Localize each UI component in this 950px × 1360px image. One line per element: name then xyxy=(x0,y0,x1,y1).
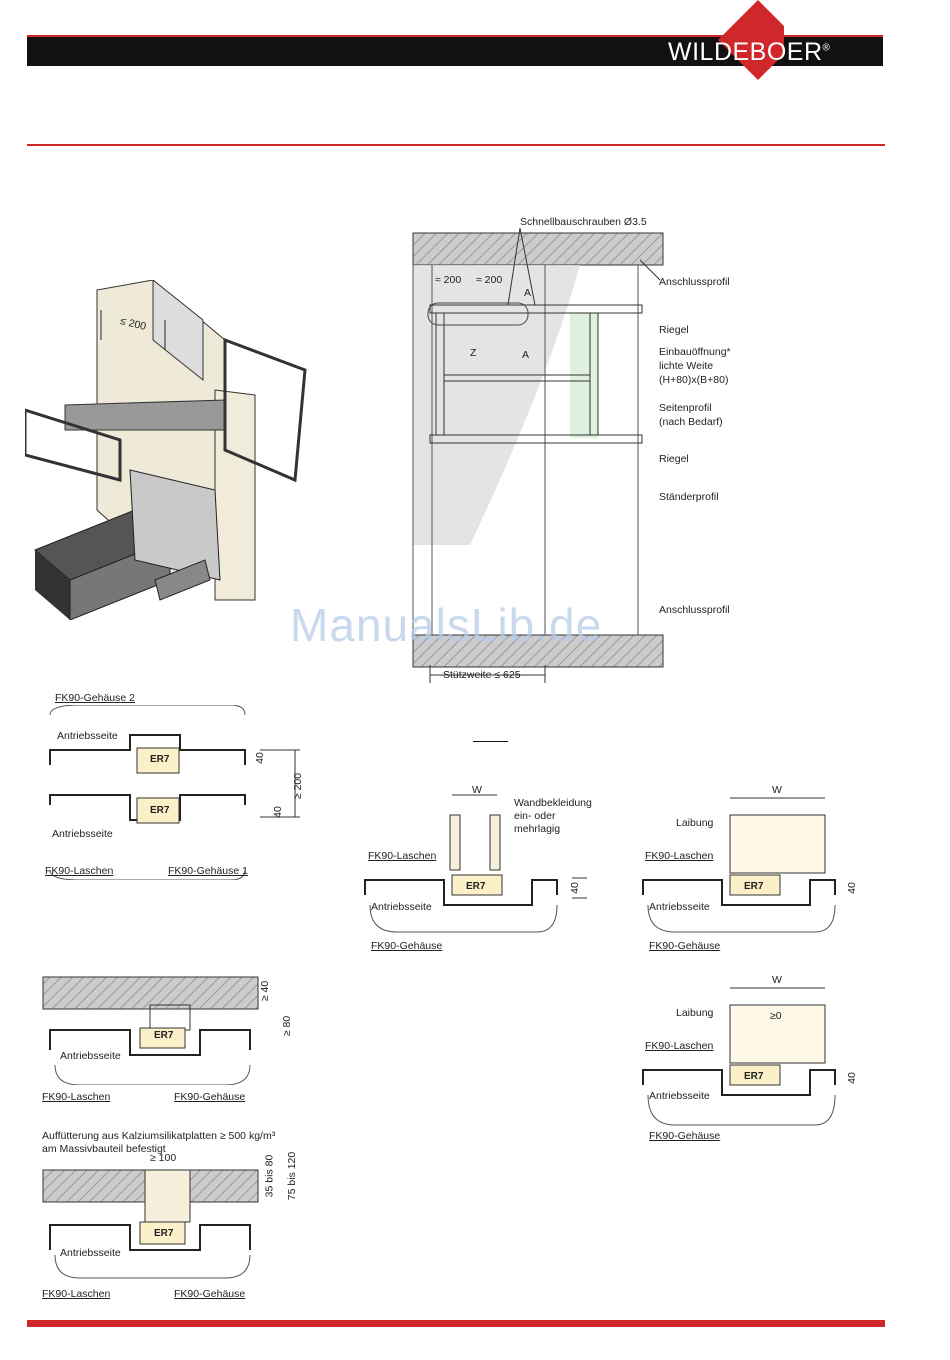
plan-dim1: ≈ 200 xyxy=(435,274,462,286)
detail-6-drawing xyxy=(642,987,836,1126)
d3-note1: Auffütterung aus Kalziumsilikatplatten ≥… xyxy=(42,1130,276,1142)
d2-antrieb: Antriebsseite xyxy=(60,1050,121,1062)
d2-d40: ≥ 40 xyxy=(259,980,272,1002)
d4-er: ER7 xyxy=(466,881,486,892)
d5-laibung: Laibung xyxy=(676,817,714,829)
d6-w: W xyxy=(772,974,782,986)
plan-formula: (H+80)x(B+80) xyxy=(659,374,729,386)
isometric-drawing xyxy=(25,280,307,620)
d3-d75120: 75 bis 120 xyxy=(286,1151,299,1201)
detail-5-drawing xyxy=(642,797,836,933)
d1-er-top: ER7 xyxy=(150,754,170,765)
d2-d80: ≥ 80 xyxy=(281,1015,294,1037)
plan-seiten: Seitenprofil xyxy=(659,402,712,414)
d1-bottom: FK90-Gehäuse 1 xyxy=(168,865,248,877)
brand-logo: WILDEBOER® xyxy=(668,38,831,66)
d2-er: ER7 xyxy=(154,1030,174,1041)
d1-antrieb2: Antriebsseite xyxy=(52,828,113,840)
plan-a2: A xyxy=(522,349,530,361)
plan-staender: Ständerprofil xyxy=(659,491,719,503)
plan-drawing xyxy=(412,227,664,683)
plan-riegel-bottom: Riegel xyxy=(659,453,689,465)
divider xyxy=(473,741,508,742)
d3-note2: am Massivbauteil befestigt xyxy=(42,1143,166,1155)
d3-antrieb: Antriebsseite xyxy=(60,1247,121,1259)
header-rule xyxy=(27,144,885,146)
d1-d40b: 40 xyxy=(271,806,284,818)
d3-laschen: FK90-Laschen xyxy=(42,1288,111,1300)
plan-anschluss-top: Anschlussprofil xyxy=(659,276,730,288)
d1-er-bot: ER7 xyxy=(150,805,170,816)
plan-screws: Schnellbauschrauben Ø3.5 xyxy=(520,216,647,228)
d3-d3580: 35 bis 80 xyxy=(263,1154,276,1198)
plan-einbau: Einbauöffnung* xyxy=(659,346,731,358)
d3-d100: ≥ 100 xyxy=(150,1152,177,1164)
detail-2-drawing xyxy=(42,976,259,1085)
plan-z: Z xyxy=(470,347,477,359)
d5-w: W xyxy=(772,784,782,796)
d6-laibung: Laibung xyxy=(676,1007,714,1019)
plan-anschluss-bottom: Anschlussprofil xyxy=(659,604,730,616)
d6-laschen: FK90-Laschen xyxy=(645,1040,714,1052)
d4-gehaeuse: FK90-Gehäuse xyxy=(371,940,443,952)
d1-laschen: FK90-Laschen xyxy=(45,865,114,877)
d3-er: ER7 xyxy=(154,1228,174,1239)
d4-wand1: Wandbekleidung xyxy=(514,797,592,809)
d5-er: ER7 xyxy=(744,881,764,892)
plan-stuetz: Stützweite ≤ 625 xyxy=(443,669,521,681)
d2-gehaeuse: FK90-Gehäuse xyxy=(174,1091,246,1103)
brand-logo-diamond xyxy=(718,0,784,80)
plan-bedarf: (nach Bedarf) xyxy=(659,416,723,428)
d3-gehaeuse: FK90-Gehäuse xyxy=(174,1288,246,1300)
d4-d40: 40 xyxy=(568,882,581,894)
detail-4-drawing xyxy=(364,794,587,933)
plan-lichte: lichte Weite xyxy=(659,360,714,372)
d4-laschen: FK90-Laschen xyxy=(368,850,437,862)
d6-d40: 40 xyxy=(845,1072,858,1084)
d2-laschen: FK90-Laschen xyxy=(42,1091,111,1103)
d6-gehaeuse: FK90-Gehäuse xyxy=(649,1130,721,1142)
d1-top: FK90-Gehäuse 2 xyxy=(55,692,135,704)
d5-antrieb: Antriebsseite xyxy=(649,901,710,913)
d5-d40: 40 xyxy=(845,882,858,894)
detail-1-drawing xyxy=(49,705,300,880)
d6-d0: ≥0 xyxy=(770,1010,782,1022)
d4-wand3: mehrlagig xyxy=(514,823,561,835)
detail-3-drawing xyxy=(42,1169,259,1279)
d1-d200: ≥ 200 xyxy=(292,772,305,800)
d4-antrieb: Antriebsseite xyxy=(371,901,432,913)
d6-er: ER7 xyxy=(744,1071,764,1082)
d4-w: W xyxy=(472,784,482,796)
d5-gehaeuse: FK90-Gehäuse xyxy=(649,940,721,952)
watermark: ManualsLib.de xyxy=(290,599,603,651)
d1-antrieb1: Antriebsseite xyxy=(57,730,118,742)
d1-d40a: 40 xyxy=(253,752,266,764)
d5-laschen: FK90-Laschen xyxy=(645,850,714,862)
plan-dim2: ≈ 200 xyxy=(476,274,503,286)
plan-riegel-top: Riegel xyxy=(659,324,689,336)
d4-wand2: ein- oder xyxy=(514,810,556,822)
plan-a1: A xyxy=(524,287,532,299)
d6-antrieb: Antriebsseite xyxy=(649,1090,710,1102)
footer-rule xyxy=(27,1320,885,1327)
